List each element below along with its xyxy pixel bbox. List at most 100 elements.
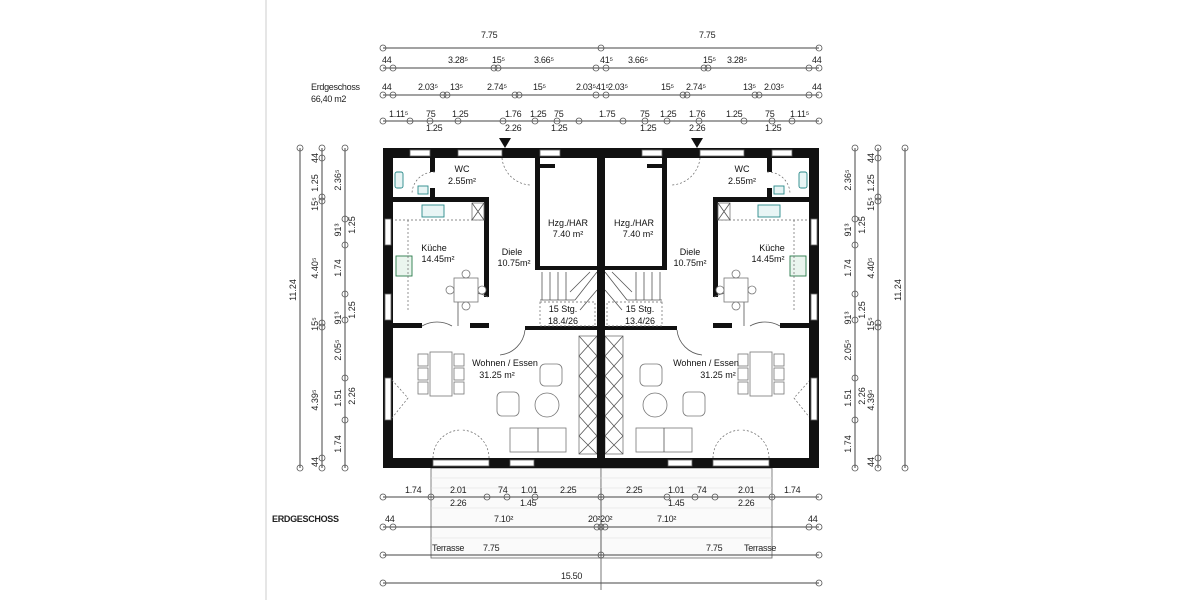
room-kitchen-name: Küche	[421, 243, 447, 253]
dim-label: 91³	[333, 311, 343, 324]
dim-label: 44	[310, 457, 320, 467]
dim-label: 13⁵	[450, 82, 463, 92]
dim-label: 2.01	[738, 485, 755, 495]
room-hall-area: 10.75m²	[497, 258, 530, 268]
dim-label: 1.25	[452, 109, 469, 119]
dim-label: 2.03⁵	[764, 82, 784, 92]
dim-label: 7.75	[706, 543, 723, 553]
dim-label: 1.25	[347, 216, 357, 234]
dim-label: 44	[866, 153, 876, 163]
dim-label: 1.25	[426, 123, 443, 133]
dim-label: 41⁵	[600, 55, 613, 65]
room-wc-name: WC	[735, 164, 750, 174]
dim-label: 2.74⁵	[487, 82, 507, 92]
dim-label: 2.74⁵	[686, 82, 706, 92]
room-living-name: Wohnen / Essen	[673, 358, 739, 368]
dim-label: 1.25	[310, 174, 320, 192]
dim-label: 44	[808, 514, 818, 524]
right-dimensions: 11.24 44 1.25 15⁵ 4.40⁵ 15⁵ 4.39⁵ 44 2.3…	[843, 144, 909, 472]
dim-label: 1.45	[668, 498, 685, 508]
dim-label: 15⁵	[533, 82, 546, 92]
dim-label: 15⁵	[492, 55, 505, 65]
dim-label: 1.11⁵	[389, 109, 409, 119]
dim-label: 15⁵	[661, 82, 674, 92]
room-utility-area: 7.40 m²	[553, 229, 584, 239]
dim-label: 1.25	[551, 123, 568, 133]
dim-label: 1.74	[784, 485, 801, 495]
party-wall	[597, 148, 605, 468]
dim-label: 74	[498, 485, 508, 495]
dim-label: 1.25	[866, 174, 876, 192]
room-kitchen-area: 14.45m²	[751, 254, 784, 264]
stairs-ratio: 18.4/26	[548, 316, 578, 326]
dim-label: 1.76	[689, 109, 706, 119]
dim-label: 13⁵	[743, 82, 756, 92]
dim-label: 2.36⁵	[843, 169, 853, 191]
dim-label: 1.25	[347, 301, 357, 319]
dim-label: 1.25	[765, 123, 782, 133]
room-hall-name: Diele	[502, 247, 523, 257]
top-dimensions: 7.75 7.75 44 3.28⁵ 15⁵ 3.66⁵ 41⁵ 3.66⁵ 1…	[379, 30, 823, 133]
dim-label: 3.66⁵	[534, 55, 554, 65]
dim-label: 4.40⁵	[310, 257, 320, 279]
dim-label: 1.74	[843, 259, 853, 277]
dim-label: 2.01	[450, 485, 467, 495]
dim-label: 75	[426, 109, 436, 119]
left-dimensions: 11.24 44 1.25 15⁵ 4.40⁵ 15⁵ 4.39⁵ 44 2.3…	[288, 144, 357, 472]
dim-label: 1.11⁵	[790, 109, 810, 119]
dim-label: 44	[385, 514, 395, 524]
room-wc-area: 2.55m²	[728, 176, 756, 186]
room-living-area: 31.25 m²	[700, 370, 736, 380]
dim-label: 15⁵	[866, 197, 876, 211]
dim-label: 20²20²	[588, 514, 613, 524]
dim-label: 2.26	[857, 387, 867, 405]
dim-label: 75	[554, 109, 564, 119]
dim-label: 7.75	[481, 30, 498, 40]
dim-label: 2.26	[738, 498, 755, 508]
room-wc-area: 2.55m²	[448, 176, 476, 186]
dim-label: 75	[765, 109, 775, 119]
dim-label: 2.26	[450, 498, 467, 508]
entrance-arrow-icon	[499, 138, 511, 148]
dim-label: 1.25	[660, 109, 677, 119]
floor-area: 66,40 m2	[311, 94, 346, 104]
dim-label: 74	[697, 485, 707, 495]
dim-label: 2.26	[689, 123, 706, 133]
stairs-count: 15 Stg.	[626, 304, 655, 314]
dim-label: 7.75	[699, 30, 716, 40]
dim-label: 44	[812, 82, 822, 92]
room-labels-left: WC 2.55m² Küche 14.45m² Diele 10.75m² Hz…	[421, 164, 588, 380]
window	[810, 293, 818, 321]
dim-label: 1.25	[640, 123, 657, 133]
dim-label: 44	[310, 153, 320, 163]
dim-label: 2.05⁵	[333, 339, 343, 361]
dim-label: 44	[866, 457, 876, 467]
floor-heading: ERDGESCHOSS	[272, 514, 339, 524]
dim-label: 1.25	[857, 216, 867, 234]
dim-label: 3.28⁵	[448, 55, 468, 65]
dim-label: 2.03⁵	[608, 82, 628, 92]
terrace	[430, 467, 773, 559]
dim-label: 2.03⁵	[418, 82, 438, 92]
room-kitchen-name: Küche	[759, 243, 785, 253]
dim-label: 2.26	[505, 123, 522, 133]
dim-label: 2.36⁵	[333, 169, 343, 191]
room-living-area: 31.25 m²	[479, 370, 515, 380]
room-utility-name: Hzg./HAR	[614, 218, 655, 228]
bottom-dimensions: 1.74 2.01 74 1.01 2.25 2.25 1.01 74 2.01…	[379, 485, 823, 590]
dim-label: 15⁵	[866, 317, 876, 331]
floor-name: Erdgeschoss	[311, 82, 361, 92]
dim-label: 1.76	[505, 109, 522, 119]
dim-label: 44	[812, 55, 822, 65]
dim-label: 91³	[843, 223, 853, 236]
dim-label: 1.25	[530, 109, 547, 119]
dim-label: 1.74	[333, 435, 343, 453]
dim-label: 1.01	[521, 485, 538, 495]
dim-label: 91³	[333, 223, 343, 236]
dim-label: 1.75	[599, 109, 616, 119]
dim-label: 4.39⁵	[310, 389, 320, 411]
dim-label: 1.45	[520, 498, 537, 508]
dim-label: 2.25	[626, 485, 643, 495]
dim-label: 2.03⁵	[576, 82, 596, 92]
